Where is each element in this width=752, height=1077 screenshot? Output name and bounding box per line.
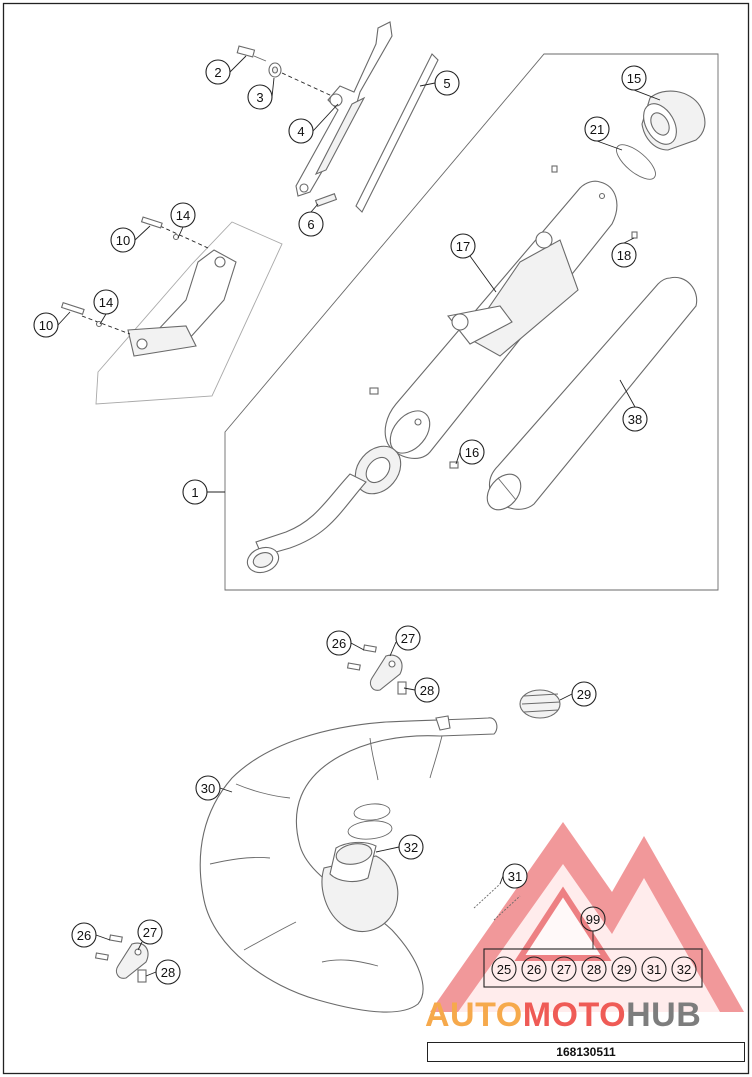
part-callout-10: 10 [33, 312, 59, 338]
part-callout-26: 26 [326, 630, 352, 656]
callout-number: 30 [201, 781, 215, 796]
callout-number: 29 [577, 687, 591, 702]
watermark-hub: HUB [626, 996, 702, 1034]
watermark-moto: MOTO [522, 996, 627, 1034]
callout-number: 21 [590, 122, 604, 137]
kit-item-28: 28 [581, 956, 607, 982]
part-callout-6: 6 [298, 211, 324, 237]
part-callout-14: 14 [93, 289, 119, 315]
part-callout-28: 28 [414, 677, 440, 703]
callout-number: 5 [443, 76, 450, 91]
callout-number: 14 [99, 295, 113, 310]
callout-number: 6 [307, 217, 314, 232]
part-callout-17: 17 [450, 233, 476, 259]
ghost-pipe-clamp-upper [60, 216, 283, 405]
callout-layer: 2 3 4 5 6 10 14 10 14 15 21 17 18 38 16 1 26 27 28 29 30 32 31… [33, 59, 648, 985]
callout-number: 3 [256, 90, 263, 105]
kit-item-25: 25 [491, 956, 517, 982]
callout-number: 32 [404, 840, 418, 855]
kit-item-27: 27 [551, 956, 577, 982]
muffler-bracket-part [295, 21, 393, 197]
part-callout-28: 28 [155, 959, 181, 985]
callout-number: 10 [116, 233, 130, 248]
part-callout-16: 16 [459, 439, 485, 465]
kit-item-number: 29 [617, 962, 631, 977]
callout-number: 27 [143, 925, 157, 940]
part-callout-1: 1 [182, 479, 208, 505]
callout-number: 16 [465, 445, 479, 460]
callout-number: 26 [332, 636, 346, 651]
callout-number: 28 [420, 683, 434, 698]
callout-number: 15 [627, 71, 641, 86]
callout-number: 28 [161, 965, 175, 980]
kit-item-number: 28 [587, 962, 601, 977]
part-callout-26: 26 [71, 922, 97, 948]
rubber-sleeve-part [519, 689, 561, 719]
kit-item-32: 32 [671, 956, 697, 982]
callout-number: 4 [297, 124, 304, 139]
leader-lines [57, 55, 661, 977]
callout-number: 31 [508, 869, 522, 884]
watermark-auto: AUTO [425, 996, 523, 1034]
kit-item-26: 26 [521, 956, 547, 982]
part-callout-18: 18 [611, 242, 637, 268]
callout-number: 1 [191, 485, 198, 500]
end-cap-part [641, 90, 706, 151]
bolt-and-bushing-part [236, 45, 333, 97]
callout-number: 17 [456, 239, 470, 254]
callout-number: 14 [176, 208, 190, 223]
part-callout-5: 5 [434, 70, 460, 96]
callout-number: 2 [214, 65, 221, 80]
part-callout-29: 29 [571, 681, 597, 707]
seal-ring-part [616, 144, 656, 180]
part-callout-2: 2 [205, 59, 231, 85]
small-fasteners [369, 165, 638, 469]
part-callout-27: 27 [137, 919, 163, 945]
callout-number: 27 [401, 631, 415, 646]
callout-number: 10 [39, 318, 53, 333]
part-callout-4: 4 [288, 118, 314, 144]
diagram-code-label: 168130511 [427, 1042, 745, 1062]
kit-item-number: 32 [677, 962, 691, 977]
muffler-assembly-frame [224, 53, 719, 591]
part-callout-38: 38 [622, 406, 648, 432]
kit-item-number: 26 [527, 962, 541, 977]
exhaust-manifold-part [199, 715, 498, 1013]
part-callout-27: 27 [395, 625, 421, 651]
part-callout-3: 3 [247, 84, 273, 110]
kit-callout-layer: 99 25 26 27 28 29 31 32 [491, 906, 697, 982]
part-callout-15: 15 [621, 65, 647, 91]
kit-item-31: 31 [641, 956, 667, 982]
kit-number: 99 [586, 912, 600, 927]
part-callout-31: 31 [502, 863, 528, 889]
damping-wool-part [486, 276, 698, 511]
part-callout-32: 32 [398, 834, 424, 860]
kit-item-29: 29 [611, 956, 637, 982]
callout-number: 38 [628, 412, 642, 427]
part-callout-10: 10 [110, 227, 136, 253]
kit-callout-main: 99 [580, 906, 606, 932]
manifold-holder-lower [94, 934, 149, 983]
callout-number: 18 [617, 248, 631, 263]
watermark-logo-text: AUTOMOTOHUB [425, 993, 747, 1037]
part-callout-21: 21 [584, 116, 610, 142]
kit-box [483, 931, 703, 988]
part-callout-14: 14 [170, 202, 196, 228]
kit-item-number: 31 [647, 962, 661, 977]
manifold-holder-upper [346, 644, 407, 695]
part-callout-30: 30 [195, 775, 221, 801]
callout-number: 26 [77, 928, 91, 943]
springs-part [473, 883, 521, 921]
kit-item-number: 27 [557, 962, 571, 977]
muffler-body-part [246, 180, 618, 574]
kit-item-number: 25 [497, 962, 511, 977]
screw-part [314, 193, 338, 207]
protection-strip-part [355, 53, 439, 213]
